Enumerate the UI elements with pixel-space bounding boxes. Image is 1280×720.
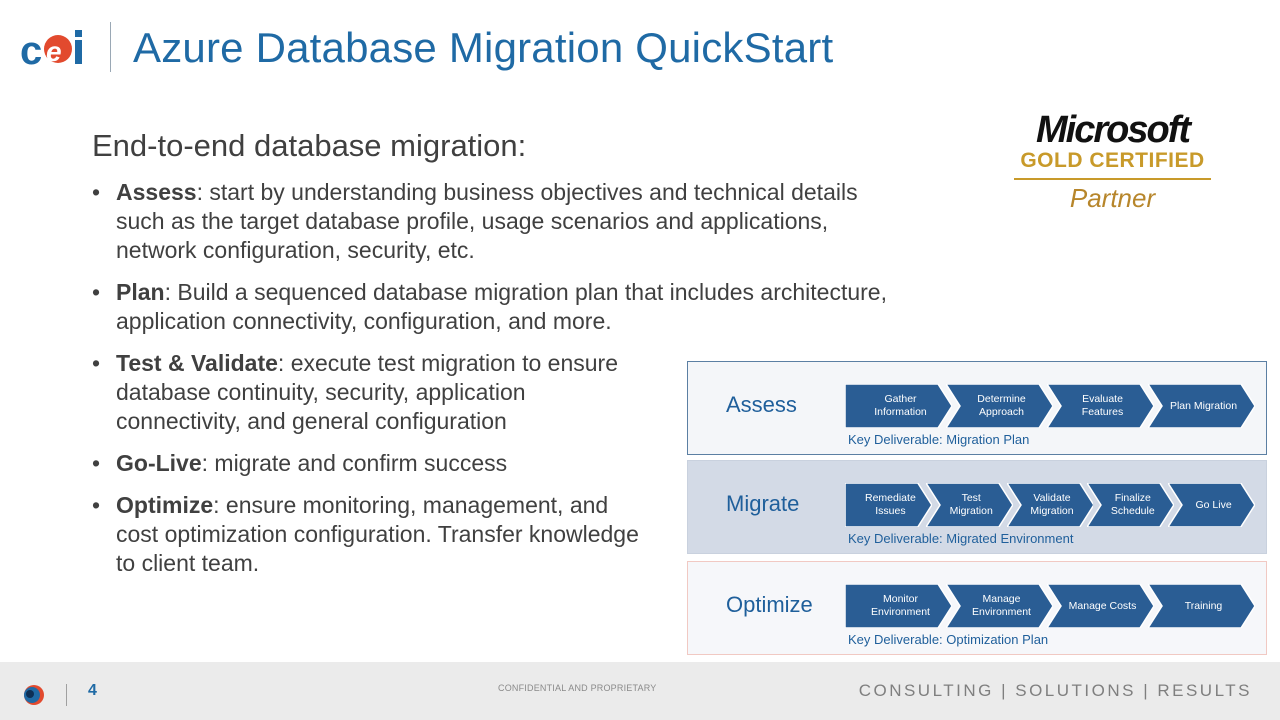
bullet-text: : start by understanding business object…	[116, 179, 858, 263]
step-label: Training	[1184, 599, 1223, 612]
process-panel-optimize: Optimize Monitor Environment Manage Envir…	[687, 561, 1267, 655]
page-title: Azure Database Migration QuickStart	[133, 24, 834, 71]
step-label: Manage Environment	[972, 593, 1031, 618]
step-label: Evaluate Features	[1081, 393, 1124, 418]
confidential-notice: CONFIDENTIAL AND PROPRIETARY	[498, 683, 657, 693]
step-label: Manage Costs	[1068, 599, 1137, 612]
step-arrow: Monitor Environment	[845, 584, 952, 628]
phase-label: Migrate	[726, 491, 800, 516]
step-arrow: Test Migration	[925, 483, 1013, 527]
bullet-text: : execute test migration to ensure datab…	[116, 350, 618, 434]
phase-label: Assess	[726, 392, 797, 417]
step-arrow: Remediate Issues	[845, 483, 932, 527]
footer: 4 CONFIDENTIAL AND PROPRIETARY CONSULTIN…	[0, 662, 1280, 720]
bullet-item: •Go-Live: migrate and confirm success	[92, 450, 508, 476]
badge-brand: Microsoft	[1036, 109, 1191, 151]
step-label: Test Migration	[949, 492, 993, 517]
page-number: 4	[88, 682, 97, 699]
bullet-item: •Assess: start by understanding business…	[92, 179, 858, 263]
step-arrow: Go Live	[1168, 483, 1255, 527]
step-arrow: Gather Information	[845, 384, 952, 428]
step-arrow: Finalize Schedule	[1087, 483, 1175, 527]
step-label: Finalize Schedule	[1110, 492, 1155, 517]
bullet-item: •Plan: Build a sequenced database migrat…	[92, 279, 887, 334]
step-label: Go Live	[1195, 498, 1232, 511]
key-deliverable: Key Deliverable: Migrated Environment	[848, 531, 1074, 546]
svg-text:e: e	[46, 36, 62, 67]
bullet-item: •Test & Validate: execute test migration…	[92, 350, 618, 434]
step-arrow: Manage Environment	[946, 584, 1053, 628]
title-divider	[110, 22, 111, 72]
step-label: Plan Migration	[1169, 399, 1238, 412]
badge-rule	[1014, 178, 1211, 180]
step-arrow: Evaluate Features	[1047, 384, 1154, 428]
step-arrow: Manage Costs	[1047, 584, 1154, 628]
bullet-term: Optimize	[116, 492, 214, 518]
bullet-text: : ensure monitoring, management, and cos…	[116, 492, 639, 576]
bullet-term: Plan	[116, 279, 165, 305]
bullet-list: •Assess: start by understanding business…	[92, 178, 912, 591]
step-label: Gather Information	[874, 393, 927, 418]
step-arrow: Determine Approach	[946, 384, 1053, 428]
cei-logo: c e	[20, 28, 90, 73]
bullet-term: Test & Validate	[116, 350, 278, 376]
footer-logo-dot-icon	[22, 684, 44, 706]
svg-text:c: c	[20, 29, 42, 68]
footer-divider	[66, 684, 67, 706]
phase-label: Optimize	[726, 592, 813, 617]
step-label: Remediate Issues	[865, 492, 916, 517]
microsoft-gold-partner-badge: Microsoft GOLD CERTIFIED Partner	[1010, 110, 1215, 225]
process-panel-migrate: Migrate Remediate Issues Test Migration Va…	[687, 460, 1267, 554]
bullet-text: : migrate and confirm success	[201, 450, 508, 476]
bullet-text: : Build a sequenced database migration p…	[116, 279, 887, 334]
badge-level: GOLD CERTIFIED	[1020, 149, 1205, 172]
key-deliverable: Key Deliverable: Migration Plan	[848, 432, 1030, 447]
badge-partner: Partner	[1069, 183, 1156, 213]
step-label: Monitor Environment	[871, 593, 930, 618]
step-arrow: Validate Migration	[1006, 483, 1094, 527]
process-panel-assess: Assess Gather Information Determine Appro…	[687, 361, 1267, 455]
step-arrow: Plan Migration	[1148, 384, 1255, 428]
step-arrow: Training	[1148, 584, 1255, 628]
footer-tagline: CONSULTING | SOLUTIONS | RESULTS	[858, 681, 1252, 700]
section-subtitle: End-to-end database migration:	[92, 128, 527, 163]
key-deliverable: Key Deliverable: Optimization Plan	[848, 632, 1049, 647]
step-label: Determine Approach	[977, 393, 1026, 418]
bullet-term: Go-Live	[116, 450, 202, 476]
bullet-term: Assess	[116, 179, 197, 205]
step-label: Validate Migration	[1030, 492, 1074, 517]
bullet-item: •Optimize: ensure monitoring, management…	[92, 492, 639, 576]
